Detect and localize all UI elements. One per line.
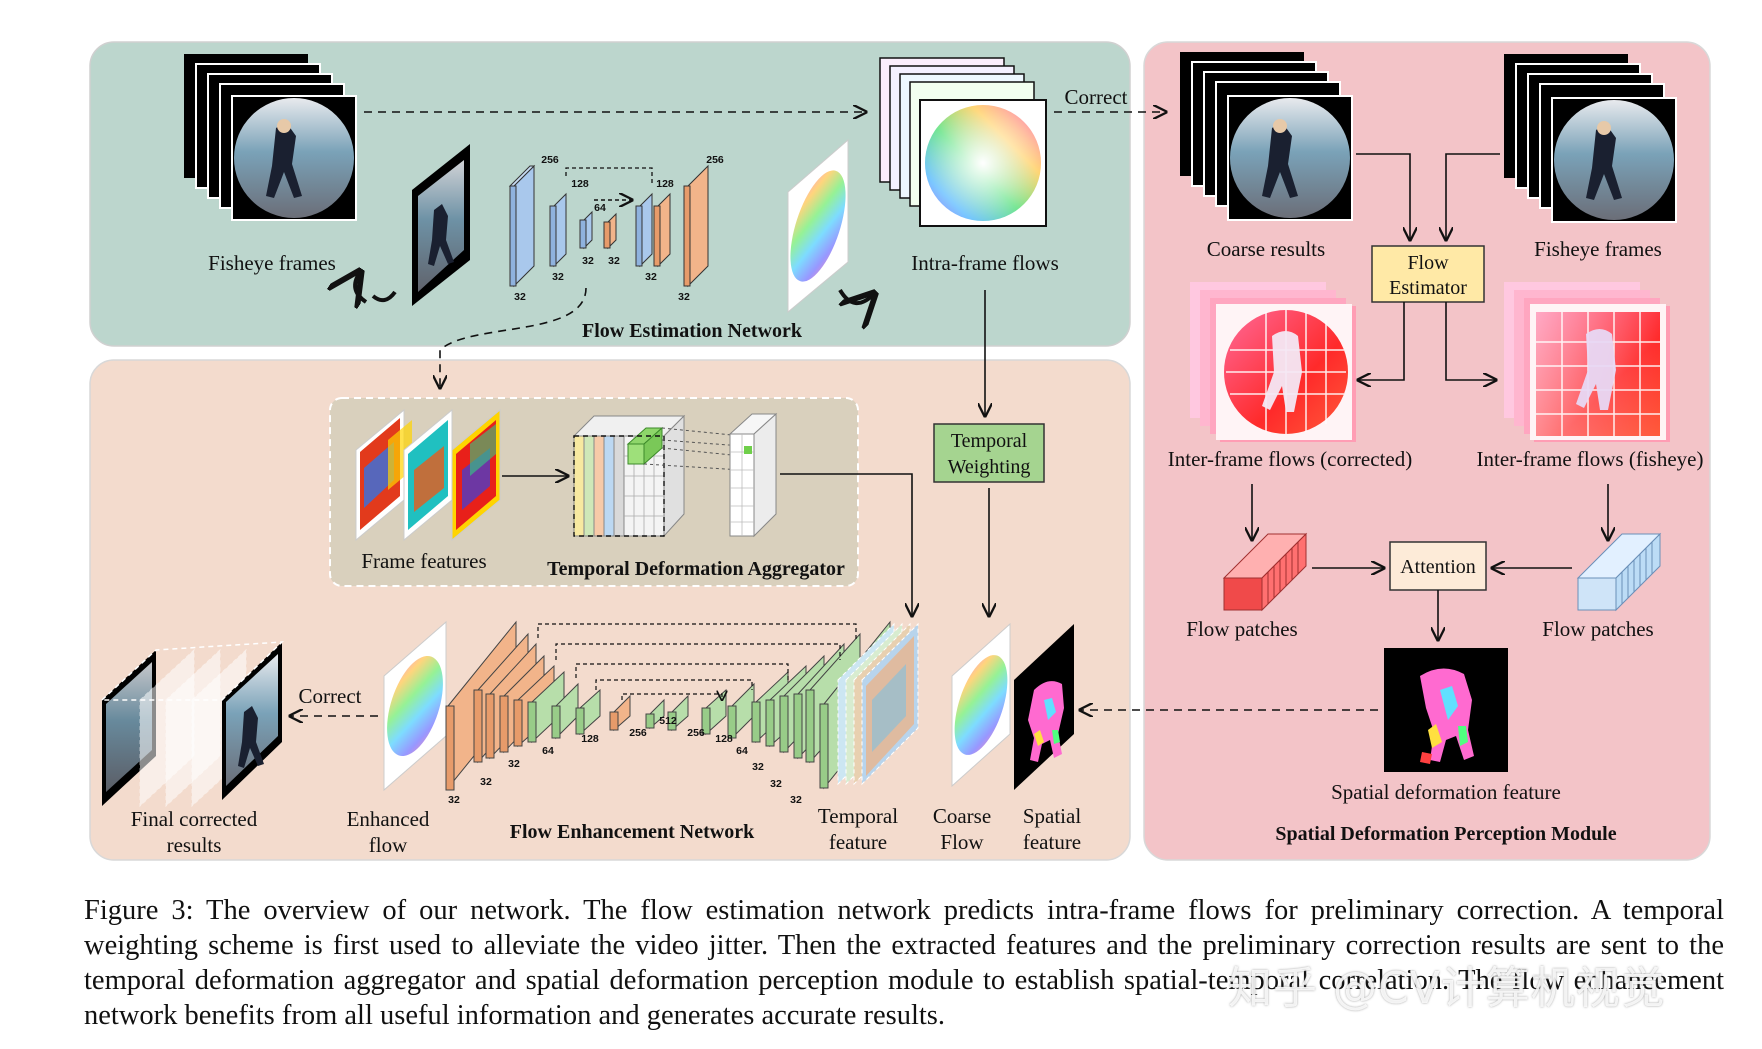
temporal-feature-label: feature: [829, 830, 887, 854]
figure-caption: Figure 3: The overview of our network. T…: [84, 895, 1724, 1031]
dim-label: 512: [659, 715, 677, 727]
enhanced-flow-label: Enhanced: [347, 807, 430, 831]
dim-label: 32: [790, 794, 802, 806]
flow-patches-right: [1576, 532, 1662, 612]
intra-frame-flows-stack: [879, 57, 1047, 227]
flow-enhancement-network-title: Flow Enhancement Network: [510, 821, 755, 843]
inter-frame-flows-corrected-stack: [1190, 282, 1356, 442]
spatial-feature-label: feature: [1023, 830, 1081, 854]
flow-estimator-label: Flow: [1407, 252, 1449, 274]
dim-label: 256: [629, 727, 647, 739]
flow-patches-right-label: Flow patches: [1542, 617, 1653, 641]
warped-frame: [412, 144, 470, 306]
inter-frame-flows-fisheye-label: Inter-frame flows (fisheye): [1477, 447, 1704, 471]
spatial-deformation-feature-label: Spatial deformation feature: [1331, 780, 1561, 804]
final-corrected-results-label: results: [167, 833, 222, 857]
final-corrected-results-label: Final corrected: [131, 807, 258, 831]
dim-label: 32: [448, 794, 460, 806]
rotate-arrow-left: [355, 272, 368, 302]
flow-estimator-label: Estimator: [1389, 277, 1467, 299]
fisheye-to-estimator-arrow: [1446, 153, 1500, 240]
frame-features-stack: [355, 408, 501, 542]
estimator-to-corrected-arrow: [1358, 302, 1405, 380]
watermark-text: 知乎 @CV计算机视觉: [1228, 963, 1666, 1014]
spatial-deformation-perception-module-title: Spatial Deformation Perception Module: [1275, 823, 1616, 845]
spatial-deformation-feature-map: [1384, 648, 1508, 772]
rotate-arrow-right: [838, 290, 874, 303]
coarse-to-estimator-arrow: [1356, 153, 1410, 240]
temporal-feature-stack: [837, 622, 919, 786]
dim-label: 32: [552, 271, 564, 283]
flow-estimation-encoder-decoder: [508, 164, 709, 288]
fisheye-frames-stack-left: [184, 54, 357, 221]
temporal-weighting-label: Weighting: [948, 456, 1031, 478]
dim-label: 256: [541, 154, 559, 166]
correct-label-top: Correct: [1065, 85, 1128, 109]
dim-label: 32: [645, 271, 657, 283]
correct-label-bottom: Correct: [299, 684, 362, 708]
dim-label: 128: [656, 178, 674, 190]
flow-estimation-network-title: Flow Estimation Network: [582, 320, 803, 342]
coarse-flow-label: Coarse: [933, 804, 991, 828]
dim-label: 32: [608, 255, 620, 267]
coarse-flow-map: [951, 622, 1011, 788]
coarse-flow-label: Flow: [940, 830, 984, 854]
dim-label: 32: [582, 255, 594, 267]
dim-label: 32: [752, 761, 764, 773]
features-dashed-arrow: [440, 287, 587, 388]
fisheye-frames-label-right: Fisheye frames: [1534, 237, 1662, 261]
dim-label: 128: [715, 733, 733, 745]
inter-frame-flows-fisheye-stack: [1504, 282, 1670, 442]
final-corrected-results-stack: [100, 641, 284, 808]
enhanced-flow-label: flow: [369, 833, 408, 857]
fisheye-frames-label-left: Fisheye frames: [208, 251, 336, 275]
enhanced-flow-map: [383, 620, 447, 792]
dim-label: 32: [508, 758, 520, 770]
attention-label: Attention: [1400, 556, 1476, 578]
temporal-feature-label: Temporal: [818, 804, 898, 828]
spatial-feature-label: Spatial: [1023, 804, 1081, 828]
aggregator-to-temporal-feature-arrow: [780, 473, 912, 616]
attention-box: [1389, 541, 1487, 591]
dim-label: 128: [571, 178, 589, 190]
dim-label: 64: [736, 745, 748, 757]
aggregator-projection-lines: [643, 427, 743, 471]
inter-frame-flows-corrected-label: Inter-frame flows (corrected): [1168, 447, 1412, 471]
spatial-deformation-panel: [1143, 41, 1711, 861]
dim-label: 128: [581, 733, 599, 745]
flow-patches-left: [1222, 532, 1308, 612]
dim-label: 32: [678, 291, 690, 303]
dim-label: 256: [706, 154, 724, 166]
flow-patches-left-label: Flow patches: [1186, 617, 1297, 641]
intra-frame-flows-label: Intra-frame flows: [911, 251, 1059, 275]
frame-features-label: Frame features: [361, 549, 486, 573]
dim-label: 32: [480, 776, 492, 788]
dim-label: 64: [542, 745, 554, 757]
dim-label: 32: [514, 291, 526, 303]
flow-estimator-box: [1371, 245, 1485, 303]
temporal-deformation-aggregator-title: Temporal Deformation Aggregator: [547, 558, 845, 580]
dim-label: 32: [770, 778, 782, 790]
warped-flow-map: [787, 138, 849, 314]
aggregator-output-grid: [728, 412, 778, 538]
fisheye-frames-stack-right: [1504, 54, 1677, 223]
temporal-weighting-box: [933, 423, 1045, 483]
coarse-results-stack: [1180, 52, 1353, 221]
coarse-results-label: Coarse results: [1207, 237, 1325, 261]
dim-label: 256: [687, 727, 705, 739]
aggregator-volume: [572, 414, 686, 538]
temporal-weighting-label: Temporal: [951, 430, 1028, 452]
estimator-to-fisheye-arrow: [1445, 302, 1496, 380]
dim-label: 64: [594, 202, 606, 214]
spatial-feature-map: [1014, 624, 1074, 790]
